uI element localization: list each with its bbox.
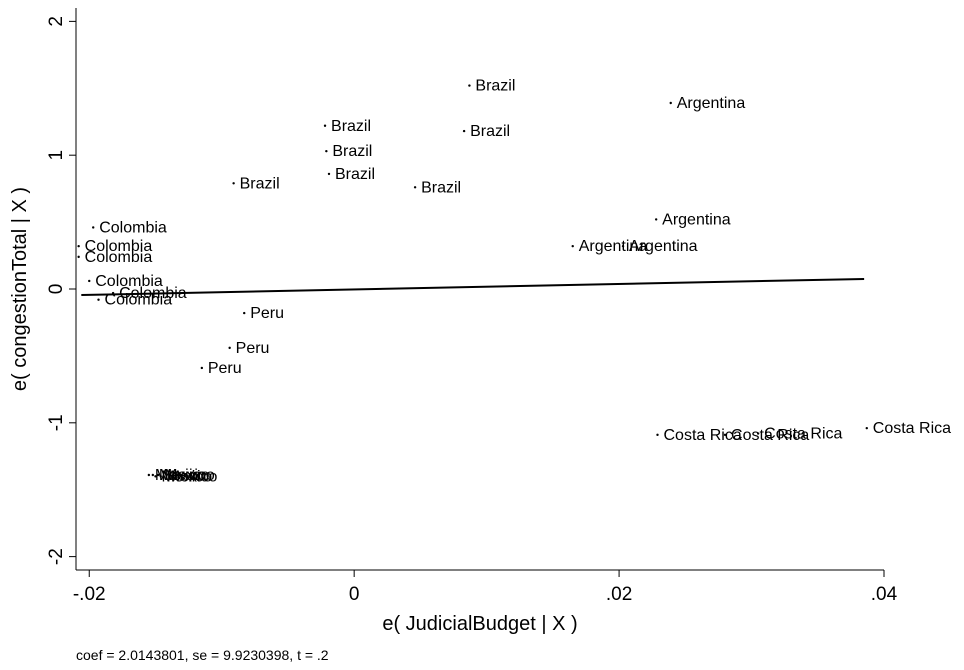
data-point bbox=[571, 244, 574, 248]
data-point-label: Argentina bbox=[677, 95, 746, 112]
y-tick-label: -1 bbox=[46, 414, 67, 431]
data-point bbox=[156, 473, 160, 477]
data-point bbox=[92, 226, 95, 229]
data-point-label: Colombia bbox=[85, 249, 153, 266]
data-point-label: Peru bbox=[236, 340, 270, 357]
data-point-label: Brazil bbox=[240, 175, 280, 192]
data-point-label: Brazil bbox=[331, 118, 371, 135]
data-point-label: Brazil bbox=[470, 123, 510, 140]
data-point-label: Mexico bbox=[167, 468, 218, 485]
data-point bbox=[669, 101, 672, 105]
data-point bbox=[462, 129, 466, 133]
data-point-label: Mexico bbox=[164, 467, 215, 484]
data-point-label: Peru bbox=[250, 305, 284, 322]
data-point bbox=[77, 244, 80, 248]
data-point-label: Mexico bbox=[161, 468, 212, 485]
x-ticks: -.02 0 .02 .04 bbox=[73, 570, 898, 605]
data-point bbox=[621, 244, 625, 248]
data-point-label: Argentina bbox=[579, 238, 648, 255]
data-point-label: Brazil bbox=[475, 78, 515, 95]
data-point-label: Colombia bbox=[119, 285, 187, 302]
data-point-label: Argentina bbox=[662, 211, 731, 228]
data-point bbox=[232, 182, 235, 185]
data-point bbox=[147, 473, 151, 477]
axes: -2 -1 0 1 2 -.02 0 .02 .04 bbox=[46, 8, 898, 605]
data-point-label: Colombia bbox=[95, 273, 163, 290]
data-point bbox=[151, 473, 155, 477]
x-tick-label: 0 bbox=[349, 584, 360, 605]
y-ticks: -2 -1 0 1 2 bbox=[46, 16, 76, 565]
data-point bbox=[200, 366, 204, 370]
data-point bbox=[325, 149, 328, 153]
y-tick-label: 0 bbox=[46, 284, 67, 295]
data-point-label: Brazil bbox=[332, 143, 372, 160]
data-point bbox=[228, 346, 231, 350]
data-point bbox=[77, 255, 80, 259]
data-point bbox=[327, 172, 331, 176]
x-tick-label: .04 bbox=[871, 584, 898, 605]
data-point bbox=[323, 124, 327, 127]
data-point-label: Argentina bbox=[629, 238, 698, 255]
data-point-label: Mexico bbox=[159, 467, 210, 484]
x-tick-label: -.02 bbox=[73, 584, 106, 605]
fit-line bbox=[81, 277, 865, 297]
data-point-label: Colombia bbox=[99, 219, 167, 236]
y-tick-label: -2 bbox=[46, 548, 67, 565]
data-point-label: Peru bbox=[208, 360, 242, 377]
data-point bbox=[656, 433, 659, 437]
data-point bbox=[159, 475, 162, 478]
data-point-label: Brazil bbox=[335, 166, 375, 183]
x-axis-title: e( JudicialBudget | X ) bbox=[382, 613, 577, 635]
data-point bbox=[654, 218, 658, 221]
data-point bbox=[468, 84, 471, 87]
data-point bbox=[111, 291, 115, 295]
regression-note: coef = 2.0143801, se = 9.9230398, t = .2 bbox=[76, 647, 329, 663]
data-point bbox=[865, 426, 868, 430]
data-point-label: Colombia bbox=[85, 238, 153, 255]
data-point-label: Costa Rica bbox=[663, 427, 741, 444]
data-point-label: Costa Rica bbox=[873, 420, 951, 437]
data-point bbox=[756, 432, 760, 435]
y-tick-label: 2 bbox=[46, 16, 67, 27]
data-point-label: Colombia bbox=[105, 292, 173, 309]
data-point bbox=[88, 279, 91, 283]
data-point bbox=[413, 186, 417, 189]
y-axis-title: e( congestionTotal | X ) bbox=[9, 187, 31, 391]
data-point bbox=[154, 475, 157, 478]
x-tick-label: .02 bbox=[606, 584, 632, 605]
data-point-label: Mexico bbox=[155, 467, 206, 484]
data-point bbox=[97, 298, 100, 301]
data-point bbox=[723, 433, 727, 437]
data-point-label: Costa Rica bbox=[764, 426, 842, 443]
plot-region bbox=[76, 8, 884, 570]
data-point-label: Brazil bbox=[421, 179, 461, 196]
y-tick-label: 1 bbox=[46, 150, 67, 161]
data-point bbox=[243, 311, 246, 315]
data-point-label: Costa Rica bbox=[731, 427, 809, 444]
plot-background bbox=[76, 8, 884, 570]
